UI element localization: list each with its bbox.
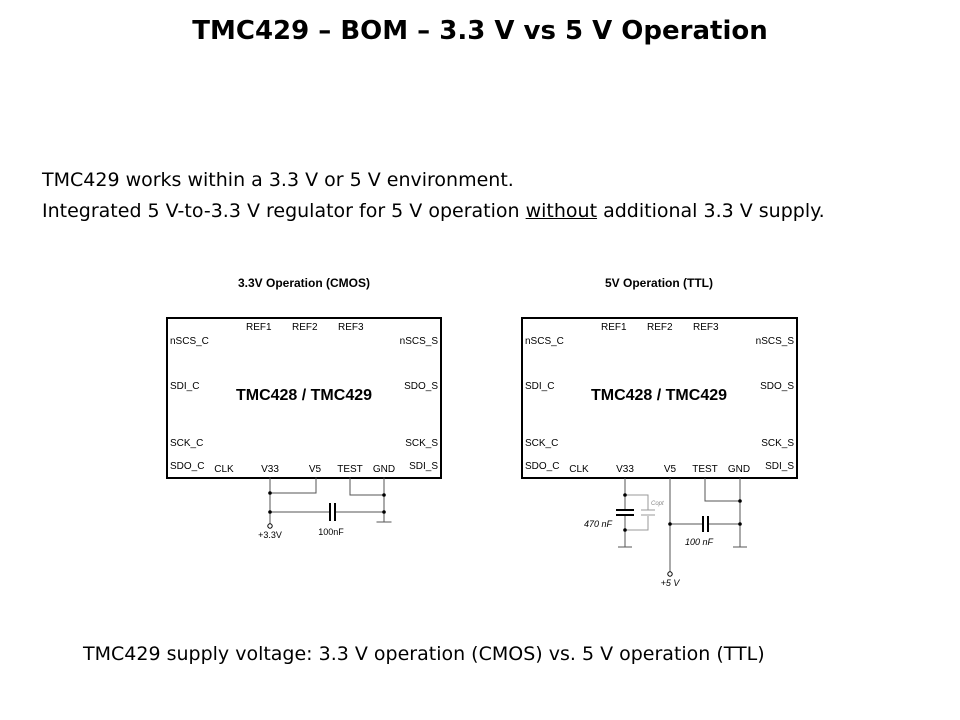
- pin-v5: V5: [309, 464, 322, 475]
- pin-v5: V5: [664, 464, 677, 475]
- pin-sck-c: SCK_C: [525, 438, 558, 449]
- pin-sdi-s: SDI_S: [765, 461, 794, 472]
- pin-clk: CLK: [569, 464, 589, 475]
- slide-caption: TMC429 supply voltage: 3.3 V operation (…: [83, 643, 765, 665]
- chip-box: [521, 317, 798, 479]
- capacitor-optional: [625, 494, 655, 531]
- pin-v33: V33: [616, 464, 634, 475]
- pin-sdi-c: SDI_C: [170, 381, 199, 392]
- pin-sdo-c: SDO_C: [170, 461, 204, 472]
- supply-terminal: [267, 523, 273, 529]
- capacitor-470nf: [616, 509, 634, 516]
- pin-sck-s: SCK_S: [405, 438, 438, 449]
- pin-nscs-s: nSCS_S: [756, 336, 795, 347]
- pin-ref2: REF2: [647, 322, 673, 333]
- cap-470nf-label: 470 nF: [584, 519, 613, 529]
- supply-label: +3.3V: [258, 530, 282, 540]
- wires: [269, 477, 392, 525]
- body-line-1: TMC429 works within a 3.3 V or 5 V envir…: [42, 169, 514, 191]
- wires: [618, 478, 747, 572]
- pin-sdo-s: SDO_S: [760, 381, 794, 392]
- chip-label: TMC428 / TMC429: [236, 387, 372, 404]
- diagram-5v: 5V Operation (TTL) TMC428 / TMC429 REF1 …: [521, 276, 798, 588]
- capacitor-100nf: [329, 503, 336, 521]
- pin-sck-s: SCK_S: [761, 438, 794, 449]
- body-line-2-pre: Integrated 5 V-to-3.3 V regulator for 5 …: [42, 200, 526, 222]
- chip-label: TMC428 / TMC429: [591, 387, 727, 404]
- pin-ref1: REF1: [246, 322, 272, 333]
- pin-test: TEST: [692, 464, 718, 475]
- pin-gnd: GND: [373, 464, 395, 475]
- supply-label: +5 V: [661, 578, 681, 588]
- pin-sdo-c: SDO_C: [525, 461, 559, 472]
- pin-nscs-c: nSCS_C: [525, 336, 564, 347]
- body-line-2-underlined: without: [525, 200, 598, 222]
- supply-terminal: [667, 571, 673, 577]
- pin-ref3: REF3: [693, 322, 719, 333]
- pin-nscs-s: nSCS_S: [400, 336, 439, 347]
- pin-sdi-c: SDI_C: [525, 381, 554, 392]
- pin-ref1: REF1: [601, 322, 627, 333]
- cap-label: 100nF: [318, 527, 344, 537]
- pin-clk: CLK: [214, 464, 234, 475]
- cap-label: 100 nF: [685, 537, 714, 547]
- pin-gnd: GND: [728, 464, 750, 475]
- pin-ref3: REF3: [338, 322, 364, 333]
- pin-nscs-c: nSCS_C: [170, 336, 209, 347]
- pin-test: TEST: [337, 464, 363, 475]
- body-line-2-post: additional 3.3 V supply.: [597, 200, 825, 222]
- pin-ref2: REF2: [292, 322, 318, 333]
- cap-opt-label: Copt: [651, 501, 664, 507]
- junctions: [623, 493, 742, 532]
- capacitor-100nf: [702, 516, 709, 532]
- diagram-3v3: 3.3V Operation (CMOS) TMC428 / TMC429 RE…: [166, 276, 442, 540]
- slide-title: TMC429 – BOM – 3.3 V vs 5 V Operation: [192, 16, 768, 46]
- body-line-2: Integrated 5 V-to-3.3 V regulator for 5 …: [42, 200, 825, 222]
- pin-sdi-s: SDI_S: [409, 461, 438, 472]
- diagram-heading: 3.3V Operation (CMOS): [238, 276, 370, 290]
- pin-v33: V33: [261, 464, 279, 475]
- diagram-heading: 5V Operation (TTL): [605, 276, 713, 290]
- chip-box: [166, 317, 442, 479]
- pin-sck-c: SCK_C: [170, 438, 203, 449]
- pin-sdo-s: SDO_S: [404, 381, 438, 392]
- junctions: [268, 491, 386, 514]
